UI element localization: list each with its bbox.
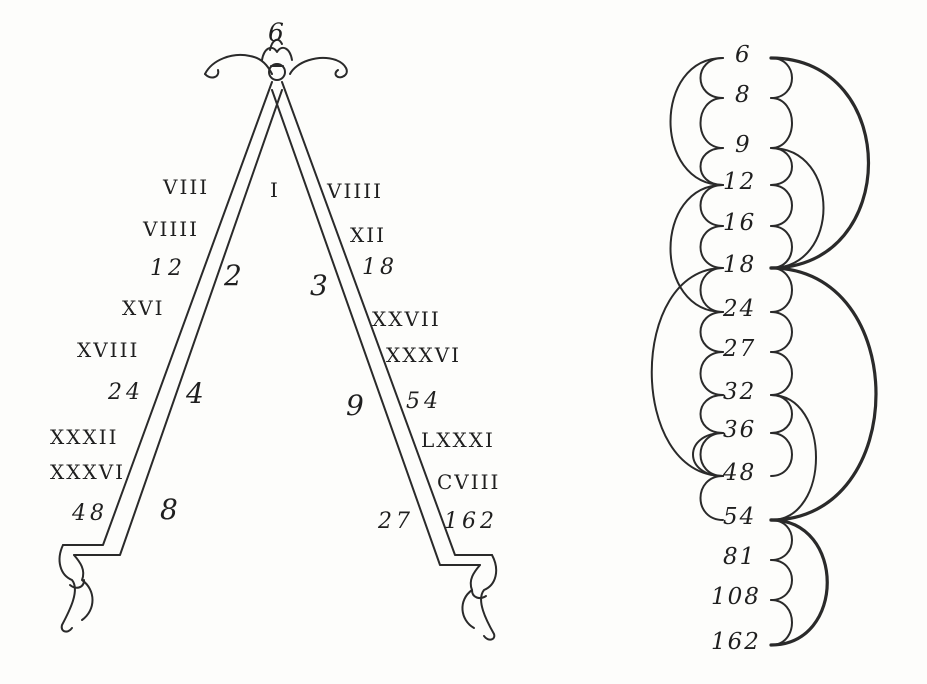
inner-right-1: 3 <box>310 269 330 302</box>
apex-label: I <box>270 178 280 202</box>
ratio-arc <box>770 394 817 521</box>
ratio-arc <box>770 599 793 646</box>
ratio-arc <box>770 225 793 269</box>
outer-left-3: 12 <box>150 256 186 281</box>
ratio-arc <box>770 184 793 227</box>
scale-arcs <box>650 56 878 647</box>
scale-number: 48 <box>723 460 757 486</box>
ratio-arc <box>699 432 724 477</box>
outer-right-5: XXXVI <box>386 343 462 367</box>
ratio-arc <box>669 184 724 313</box>
outer-right-2: XII <box>350 223 387 247</box>
scale-number: 81 <box>723 544 757 570</box>
ratio-arc <box>770 311 793 353</box>
ratio-arc <box>699 184 724 227</box>
outer-right-8: CVIII <box>437 470 501 494</box>
scale-number: 54 <box>723 504 757 530</box>
outer-right-1: VIIII <box>327 179 384 203</box>
scale-diagram: 6 8 9 12 16 18 24 27 32 36 48 54 81 108 162 <box>560 0 927 680</box>
ratio-arc <box>769 518 829 647</box>
ratio-arc <box>699 267 724 313</box>
ratio-arc <box>699 475 724 521</box>
lambda-diagram: 6 I VIII VIIII 12 XVI XVIII 24 XXXII XXX… <box>50 18 501 641</box>
ratio-arc <box>769 56 871 270</box>
ratio-arc <box>699 57 724 99</box>
left-leg <box>58 81 283 633</box>
outer-right-9: 162 <box>444 509 498 534</box>
outer-left-7: XXXII <box>50 425 119 449</box>
ratio-arc <box>770 394 793 434</box>
scale-number: 36 <box>723 417 757 443</box>
lambda-drawing <box>58 38 498 641</box>
ratio-arc <box>699 351 724 396</box>
scale-number: 8 <box>735 82 752 108</box>
ratio-arc <box>650 267 724 477</box>
scale-number: 108 <box>711 584 761 610</box>
ratio-arc <box>770 97 793 149</box>
ratio-arc <box>770 559 793 601</box>
outer-right-7: LXXXI <box>421 428 495 452</box>
outer-left-2: VIIII <box>143 217 200 241</box>
scale-number: 18 <box>723 252 757 278</box>
ratio-arc <box>770 519 793 561</box>
right-leg <box>271 81 498 641</box>
inner-right-3: 27 <box>378 509 414 534</box>
apex-top-number: 6 <box>268 18 286 47</box>
ratio-arc <box>769 266 878 522</box>
outer-right-3: 18 <box>362 255 398 280</box>
ratio-arc <box>770 351 793 396</box>
apex-ornament <box>204 38 348 81</box>
scale-number: 16 <box>723 210 757 236</box>
inner-left-2: 4 <box>186 377 206 410</box>
scale-number: 12 <box>723 169 757 195</box>
ratio-arc <box>699 394 724 434</box>
ratio-arc <box>699 147 724 186</box>
inner-right-2: 9 <box>346 389 366 422</box>
outer-left-5: XVIII <box>77 338 140 362</box>
ratio-arc <box>770 147 825 269</box>
scale-number: 27 <box>723 336 757 362</box>
outer-left-6: 24 <box>108 380 144 405</box>
scale-number: 162 <box>711 629 761 655</box>
ratio-arc <box>770 432 793 477</box>
outer-left-4: XVI <box>122 296 165 320</box>
outer-left-8: XXXVI <box>50 460 126 484</box>
ratio-arc <box>699 97 724 149</box>
outer-right-6: 54 <box>406 389 442 414</box>
ratio-arc <box>770 267 793 313</box>
outer-left-1: VIII <box>163 175 210 199</box>
ratio-arc <box>770 57 793 99</box>
scale-number: 6 <box>735 42 752 68</box>
ratio-arc <box>699 311 724 353</box>
outer-right-4: XXVII <box>372 307 441 331</box>
scale-number: 32 <box>723 379 757 405</box>
ratio-arc <box>692 432 724 477</box>
scale-number: 9 <box>735 132 752 158</box>
scale-number: 24 <box>723 296 757 322</box>
ratio-arc <box>770 147 793 186</box>
inner-left-1: 2 <box>224 259 244 292</box>
inner-left-3: 8 <box>160 493 180 526</box>
outer-left-9: 48 <box>72 501 108 526</box>
ratio-arc <box>669 57 724 186</box>
ratio-arc <box>699 225 724 269</box>
